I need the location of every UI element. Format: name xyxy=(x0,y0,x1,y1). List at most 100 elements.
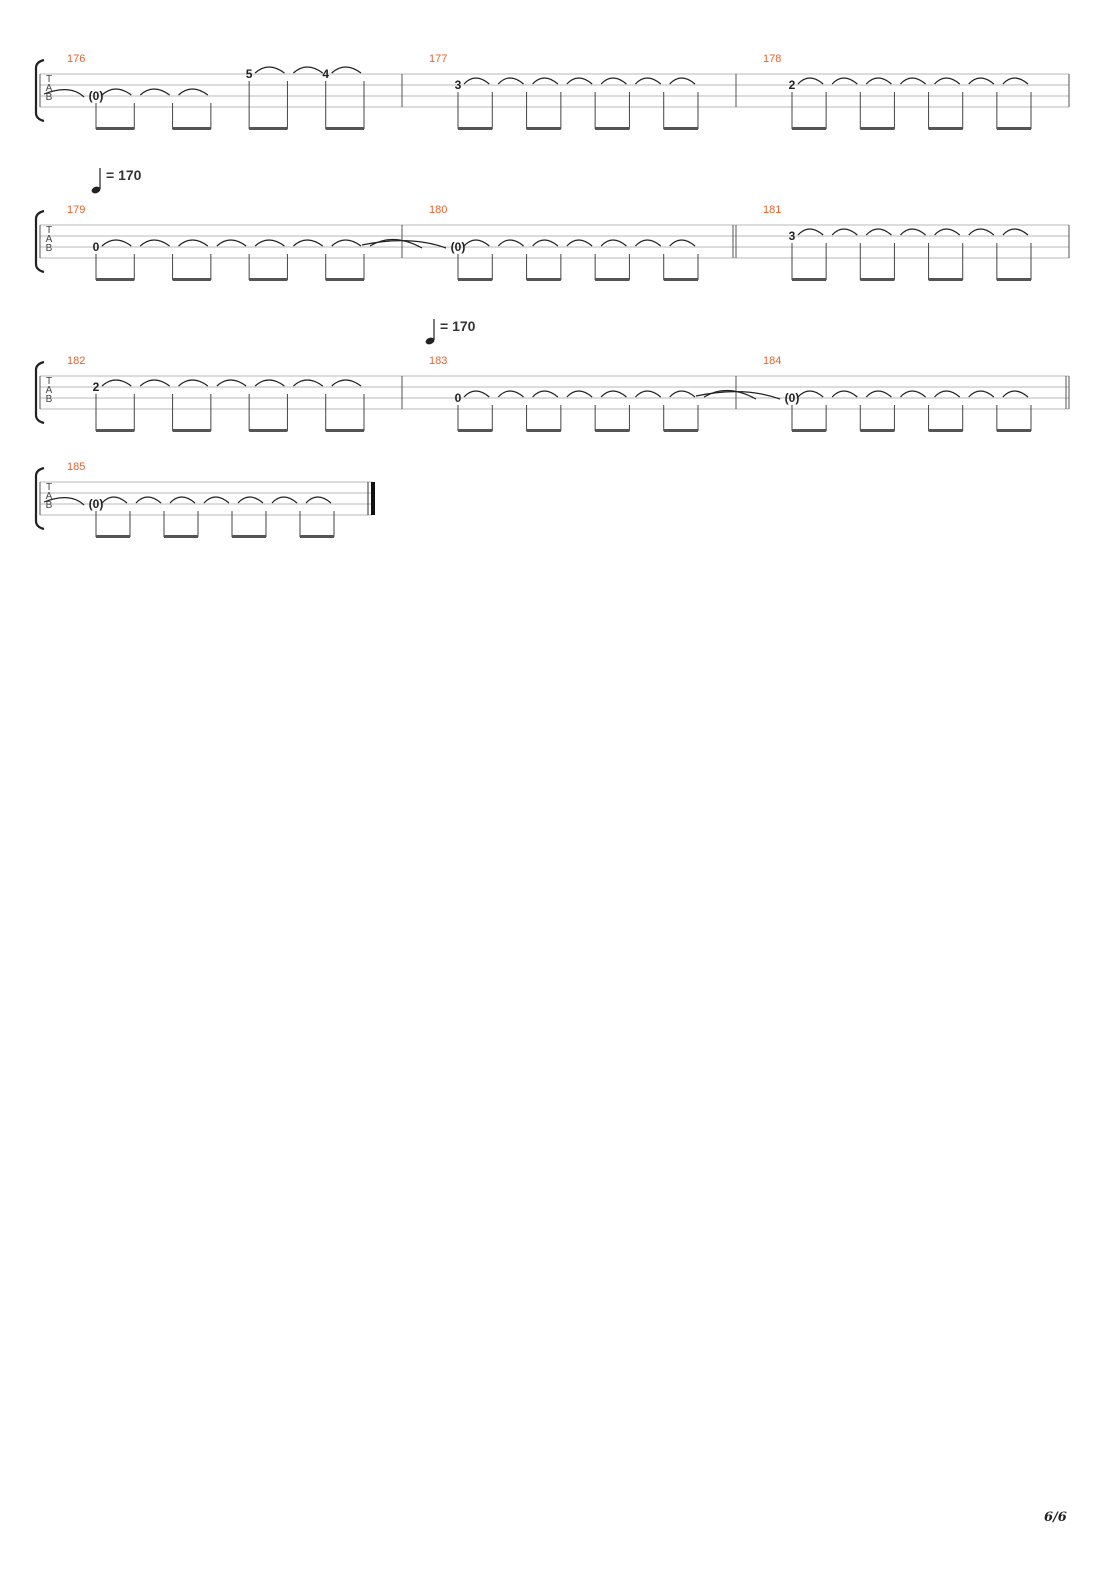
tie xyxy=(463,239,490,247)
tie xyxy=(216,239,247,247)
beam xyxy=(325,127,364,130)
tie xyxy=(216,379,247,387)
tab-clef-letter: T xyxy=(46,74,52,85)
tie xyxy=(178,379,209,387)
fret-number: 5 xyxy=(246,67,253,81)
measure-number: 180 xyxy=(429,204,447,216)
tie xyxy=(203,496,230,504)
tie xyxy=(797,390,824,398)
tie xyxy=(566,77,593,85)
tie xyxy=(600,390,627,398)
fret-number: 0 xyxy=(93,240,100,254)
tie xyxy=(968,77,995,85)
tie xyxy=(1002,77,1029,85)
fret-number: 0 xyxy=(455,391,462,405)
tie xyxy=(139,379,170,387)
tab-clef-letter: B xyxy=(46,394,53,405)
fret-number: 3 xyxy=(789,229,796,243)
tie xyxy=(135,496,162,504)
tie xyxy=(865,390,892,398)
tie xyxy=(669,77,696,85)
tie xyxy=(566,390,593,398)
beam xyxy=(996,278,1031,281)
fret-number: (0) xyxy=(89,89,104,103)
tie xyxy=(369,238,423,249)
measure-number: 185 xyxy=(67,461,85,473)
beam xyxy=(172,429,211,432)
tie xyxy=(293,239,324,247)
tie xyxy=(293,66,324,74)
measure-number: 181 xyxy=(763,204,781,216)
measure-number: 179 xyxy=(67,204,85,216)
tie xyxy=(899,77,926,85)
tie xyxy=(271,496,298,504)
fret-number: 2 xyxy=(93,380,100,394)
beam xyxy=(300,535,334,538)
tie xyxy=(331,379,362,387)
tie xyxy=(101,239,132,247)
tie xyxy=(43,497,85,506)
beam xyxy=(996,127,1031,130)
tie xyxy=(254,239,285,247)
fret-number: 2 xyxy=(789,78,796,92)
beam xyxy=(249,429,288,432)
tie xyxy=(899,390,926,398)
beam xyxy=(325,429,364,432)
beam xyxy=(249,127,288,130)
tab-clef-letter: B xyxy=(46,500,53,511)
tie xyxy=(169,496,196,504)
tie xyxy=(831,228,858,236)
beam xyxy=(792,429,827,432)
beam xyxy=(860,429,895,432)
beam xyxy=(458,429,493,432)
tie xyxy=(934,390,961,398)
beam xyxy=(458,278,493,281)
fret-number: (0) xyxy=(89,497,104,511)
tie xyxy=(101,379,132,387)
tie xyxy=(254,379,285,387)
tie xyxy=(695,391,781,400)
beam xyxy=(526,278,561,281)
tie xyxy=(463,77,490,85)
beam xyxy=(595,127,630,130)
beam xyxy=(96,278,135,281)
tie xyxy=(899,228,926,236)
beam xyxy=(172,127,211,130)
beam xyxy=(325,278,364,281)
tie xyxy=(600,239,627,247)
tie xyxy=(831,77,858,85)
tie xyxy=(566,239,593,247)
measure-number: 176 xyxy=(67,53,85,65)
beam xyxy=(172,278,211,281)
beam xyxy=(595,278,630,281)
tie xyxy=(831,390,858,398)
measure-number: 184 xyxy=(763,355,781,367)
tab-clef-letter: A xyxy=(46,385,53,396)
fret-number: (0) xyxy=(785,391,800,405)
system-bracket xyxy=(34,360,45,425)
beam xyxy=(526,127,561,130)
tie xyxy=(600,77,627,85)
tie xyxy=(331,66,362,74)
tie xyxy=(865,77,892,85)
beam xyxy=(792,127,827,130)
page-number: 6/6 xyxy=(1044,1510,1067,1525)
tie xyxy=(532,77,559,85)
tab-clef-letter: T xyxy=(46,482,52,493)
beam xyxy=(860,278,895,281)
beam xyxy=(595,429,630,432)
beam xyxy=(96,535,130,538)
beam xyxy=(928,278,963,281)
tie xyxy=(634,77,662,85)
system-bracket xyxy=(34,466,45,531)
system-bracket xyxy=(34,58,45,123)
tie xyxy=(178,88,209,96)
beam xyxy=(232,535,266,538)
measure-number: 183 xyxy=(429,355,447,367)
tie xyxy=(254,66,285,74)
tab-clef-letter: A xyxy=(46,83,53,94)
tie xyxy=(497,239,524,247)
beam xyxy=(928,429,963,432)
tie xyxy=(237,496,264,504)
tie xyxy=(497,77,524,85)
